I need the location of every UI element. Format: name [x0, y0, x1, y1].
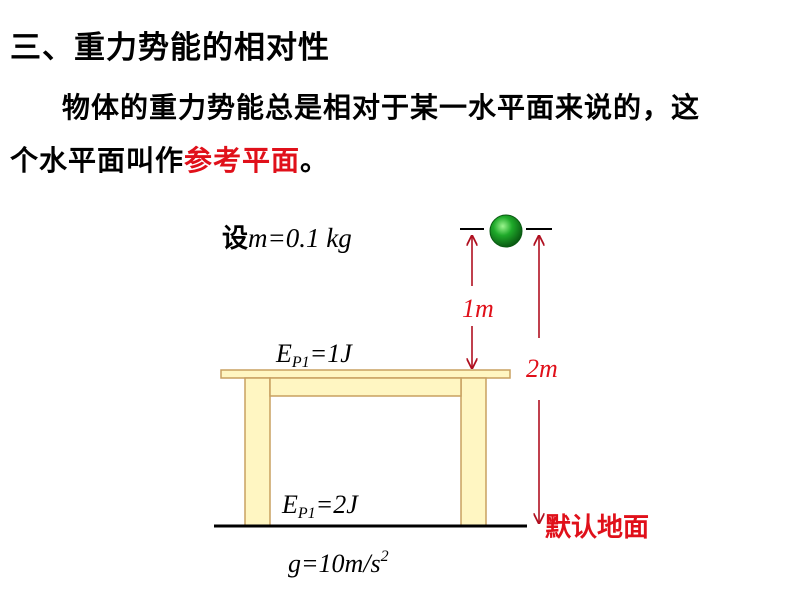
ep-ground-base: E — [281, 490, 298, 519]
table-leg-left — [244, 377, 271, 527]
reference-plane-term: 参考平面 — [184, 144, 301, 177]
height-2m-label: 2m — [526, 354, 558, 383]
table-leg-right — [460, 377, 487, 527]
ep-table-label: EP1=1J — [275, 339, 353, 371]
green-ball — [489, 214, 523, 248]
table — [220, 369, 511, 527]
ep-ground-sub: P1 — [297, 505, 316, 522]
mass-label: 设m=0.1 kg — [222, 223, 352, 254]
paragraph-line-1: 物体的重力势能总是相对于某一水平面来说的，这 — [62, 91, 701, 124]
ep-ground-value: =2J — [316, 490, 360, 519]
ep-ground-label: EP1=2J — [281, 490, 359, 522]
ep-table-base: E — [275, 339, 292, 368]
mass-prefix: 设 — [222, 224, 248, 254]
section-heading: 三、重力势能的相对性 — [10, 30, 330, 66]
paragraph-line-2-prefix: 个水平面叫作 — [10, 144, 185, 177]
mass-value: m=0.1 kg — [248, 223, 352, 253]
gravity-exp: 2 — [381, 548, 389, 565]
table-top — [220, 369, 511, 379]
paragraph-line-2: 个水平面叫作参考平面。 — [10, 139, 329, 179]
height-1m-label: 1m — [462, 294, 494, 323]
ep-table-value: =1J — [310, 339, 354, 368]
gravity-label: g=10m/s2 — [288, 548, 389, 578]
paragraph-line-2-suffix: 。 — [300, 144, 330, 177]
default-ground-label: 默认地面 — [545, 513, 649, 543]
table-apron — [269, 377, 462, 397]
ep-table-sub: P1 — [291, 354, 310, 371]
gravity-base: g=10m/s — [288, 549, 381, 578]
